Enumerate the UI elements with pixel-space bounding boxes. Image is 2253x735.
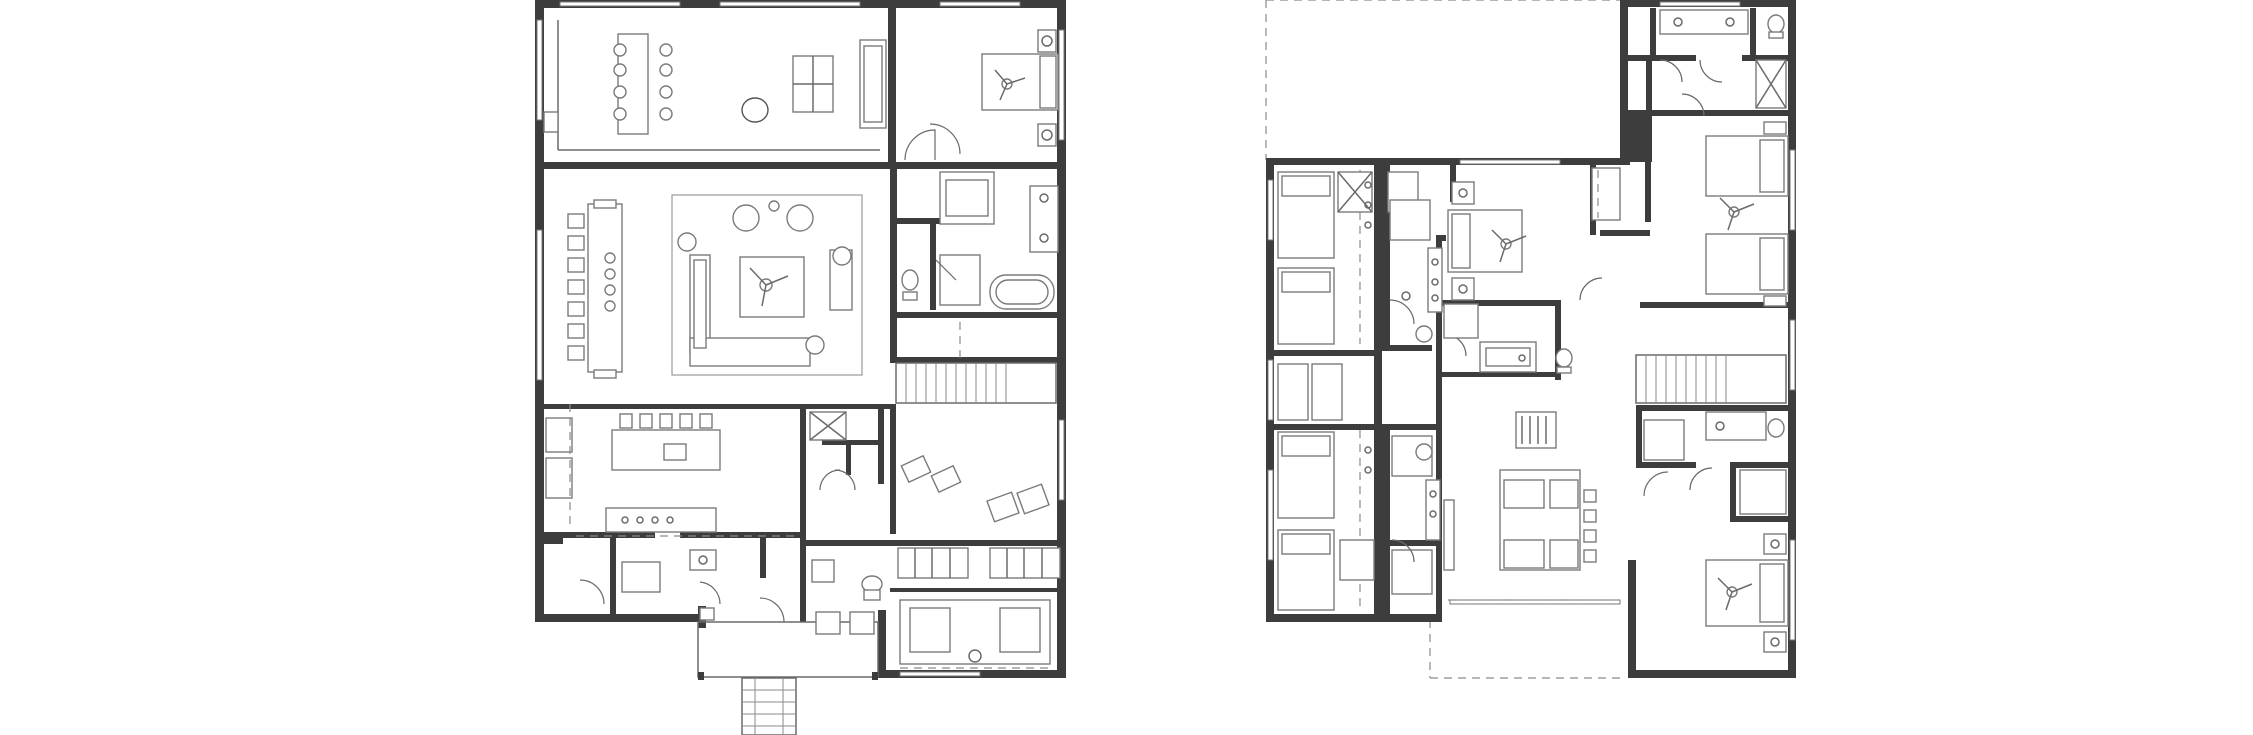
bath-south <box>1391 435 1441 595</box>
great-room-dining <box>567 199 623 379</box>
first-floor-plan <box>535 0 1066 735</box>
toilet-icon <box>861 575 883 601</box>
primary-bath <box>901 123 1059 310</box>
bed-icon <box>1705 559 1789 627</box>
first-floor-bedroom <box>904 29 1059 161</box>
great-room-living <box>671 194 863 376</box>
toilet-icon <box>1555 348 1573 374</box>
ceiling-fan-icon <box>749 267 789 307</box>
bed-icon <box>1277 171 1335 345</box>
ceiling-fan-icon <box>994 69 1026 101</box>
toilet-icon <box>1767 14 1785 39</box>
hall-bath <box>1443 303 1573 374</box>
upper-primary-bath <box>1659 9 1787 109</box>
ceiling-fan-icon <box>1717 577 1753 611</box>
theater-room <box>897 454 1061 669</box>
bed-icon <box>1277 431 1335 611</box>
bedroom-two <box>1447 167 1621 301</box>
upper-primary-suite <box>1681 93 1789 307</box>
main-stair <box>895 322 1057 404</box>
first-floor-interior-walls <box>535 0 1066 622</box>
ceiling-fan-icon <box>1491 229 1527 263</box>
front-porch <box>697 621 879 735</box>
loft <box>1443 411 1620 601</box>
upper-stair <box>1635 354 1787 404</box>
bunk-room-south <box>1277 363 1375 611</box>
ceiling-fan-icon <box>1719 197 1755 231</box>
mudroom-and-laundry <box>579 411 883 635</box>
toilet-icon <box>1415 325 1433 343</box>
bed-icon <box>1705 135 1789 295</box>
bathtub-icon <box>989 274 1055 310</box>
toilet-icon <box>1767 418 1785 438</box>
sunroom-dining-set <box>543 20 887 151</box>
roof-outline <box>1265 0 1620 679</box>
first-floor-windows <box>536 1 1065 677</box>
lounge-chair-group <box>900 454 1050 523</box>
bath-north <box>1389 199 1443 343</box>
kitchen <box>545 404 800 537</box>
bedroom-four <box>1643 411 1789 653</box>
toilet-icon <box>1415 443 1433 461</box>
bunk-room-north <box>1277 170 1419 345</box>
second-floor-plan <box>1265 0 1796 679</box>
toilet-icon <box>901 269 919 301</box>
second-floor-windows <box>1267 1 1796 641</box>
